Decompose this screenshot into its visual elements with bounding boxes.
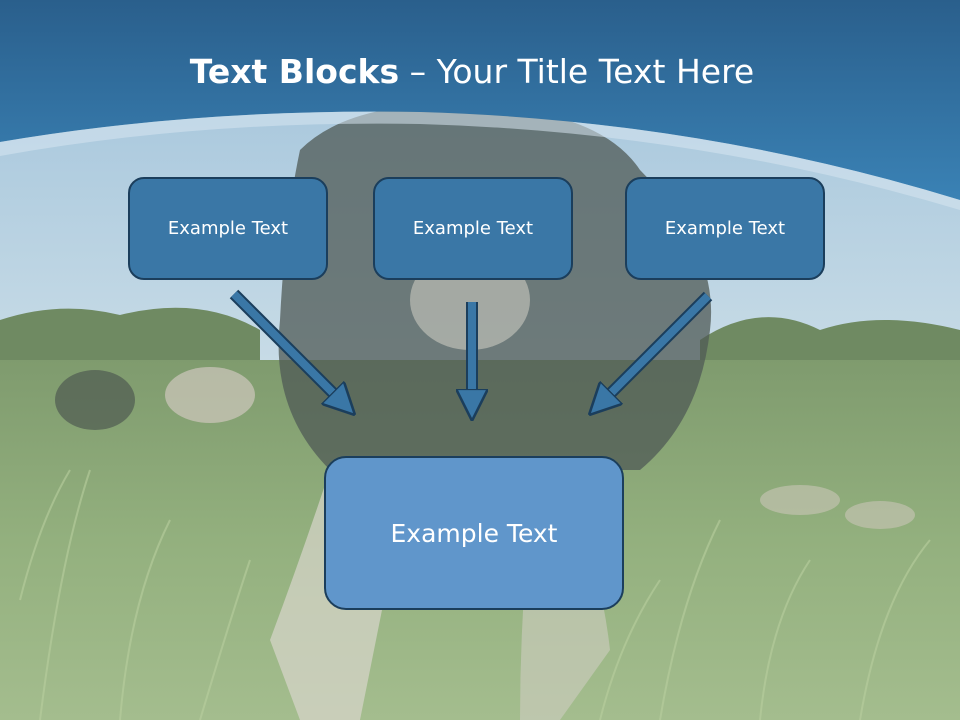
text-block-1-label: Example Text [167,218,289,239]
text-block-3-label: Example Text [664,218,786,239]
text-block-3[interactable]: Example Text [625,177,825,280]
slide-title: Text Blocks – Your Title Text Here [0,52,944,91]
title-bold: Text Blocks [189,52,400,91]
text-block-main[interactable]: Example Text [324,456,624,610]
text-block-2[interactable]: Example Text [373,177,573,280]
title-dash: – [399,52,437,91]
title-rest: Your Title Text Here [436,52,755,91]
text-block-main-label: Example Text [390,518,558,548]
text-block-1[interactable]: Example Text [128,177,328,280]
text-block-2-label: Example Text [412,218,534,239]
